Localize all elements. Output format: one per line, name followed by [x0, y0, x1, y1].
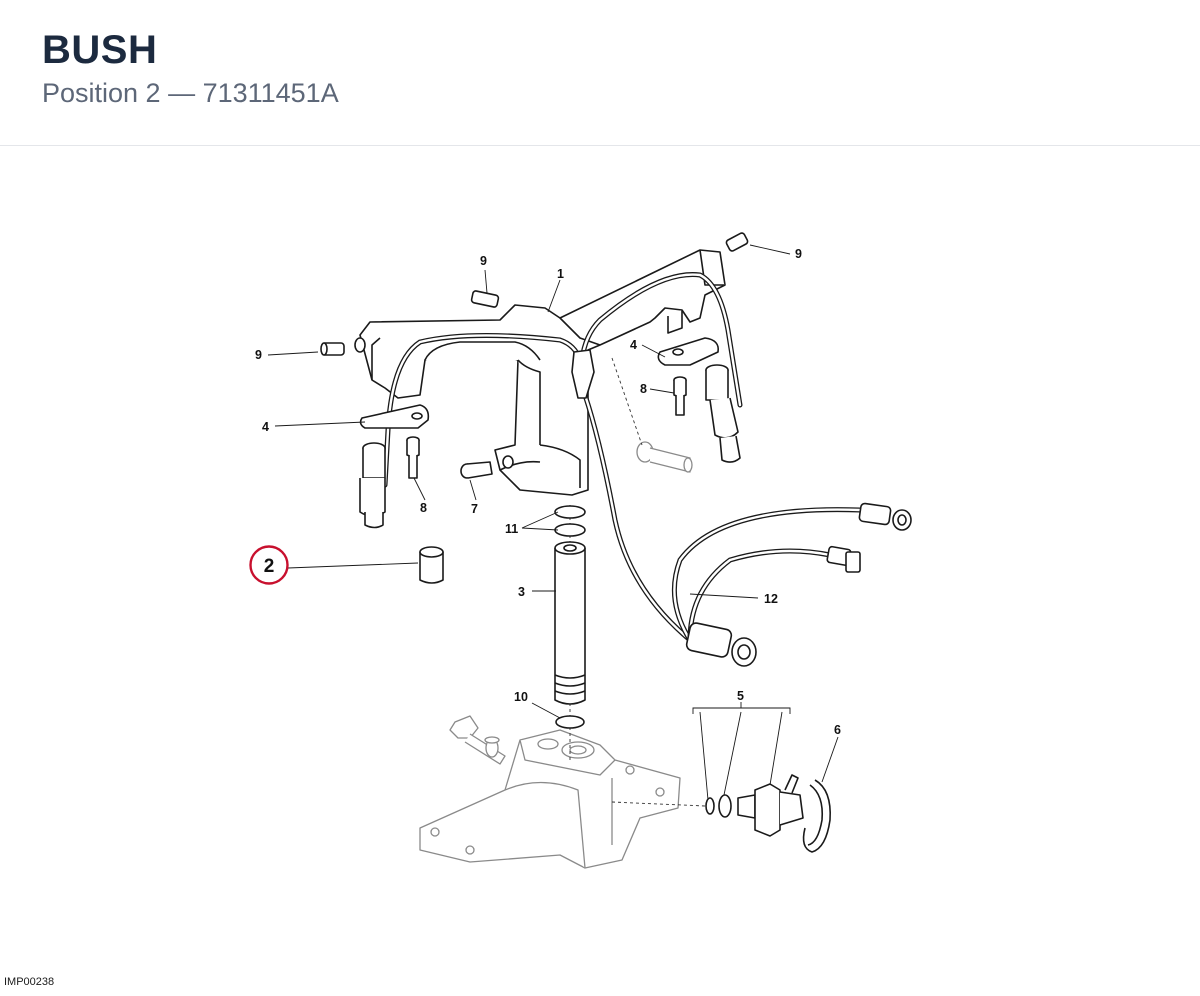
rear-bolt-washer-drawing	[636, 441, 693, 473]
callout-7[interactable]: 7	[471, 502, 478, 516]
o-ring-lower-drawing	[554, 523, 586, 537]
callout-2[interactable]: 2	[264, 556, 275, 577]
grub-screw-right-drawing	[725, 232, 749, 252]
o-ring-upper-drawing	[554, 505, 586, 519]
callout-8-left[interactable]: 8	[420, 501, 427, 515]
bolt-7-drawing	[460, 461, 493, 479]
callout-10[interactable]: 10	[514, 690, 528, 704]
o-ring-10-drawing	[555, 715, 585, 729]
sensor-cable-harness-drawing	[382, 272, 912, 667]
callout-9-right[interactable]: 9	[795, 247, 802, 261]
callout-6[interactable]: 6	[834, 723, 841, 737]
hub-bolt-drawing	[449, 715, 506, 765]
bolt-left-drawing	[406, 436, 420, 479]
highlighted-callout-2[interactable]: 2	[249, 545, 289, 585]
connector-upper-drawing	[858, 502, 912, 531]
callout-4-right[interactable]: 4	[630, 338, 637, 352]
image-code: IMP00238	[4, 976, 55, 988]
callout-9-top[interactable]: 9	[480, 254, 487, 268]
callout-1[interactable]: 1	[557, 267, 564, 281]
part-subtitle: Position 2 — 71311451A	[42, 78, 339, 108]
callout-3[interactable]: 3	[518, 585, 525, 599]
callout-8-right[interactable]: 8	[640, 382, 647, 396]
page-header: BUSH Position 2 — 71311451A	[0, 0, 1200, 146]
pivot-pin-drawing	[554, 541, 586, 705]
callout-9-left[interactable]: 9	[255, 348, 262, 362]
exploded-parts-diagram: 1 3 4 4 5 6 7 8 8 9 9 9 10 11 12 2	[0, 146, 1200, 991]
adjuster-assembly-drawing	[705, 774, 804, 837]
callout-4-left[interactable]: 4	[262, 420, 269, 434]
grub-screw-left-drawing	[320, 342, 345, 356]
highlight-ring	[249, 545, 289, 585]
page-title: BUSH	[42, 28, 158, 72]
hub-assembly-drawing	[419, 715, 681, 869]
connector-main-drawing	[685, 622, 757, 667]
callout-labels: 1 3 4 4 5 6 7 8 8 9 9 9 10 11 12	[255, 247, 841, 737]
left-sensor-drawing	[359, 404, 430, 529]
bush-drawing	[419, 546, 444, 584]
callout-5[interactable]: 5	[737, 689, 744, 703]
callout-11[interactable]: 11	[505, 522, 518, 536]
callout-leaders	[267, 244, 839, 783]
grub-screw-top-drawing	[470, 290, 500, 308]
connector-middle-drawing	[826, 545, 861, 573]
callout-12[interactable]: 12	[764, 592, 778, 606]
right-sensor-drawing	[657, 337, 741, 463]
bolt-right-drawing	[673, 376, 687, 416]
